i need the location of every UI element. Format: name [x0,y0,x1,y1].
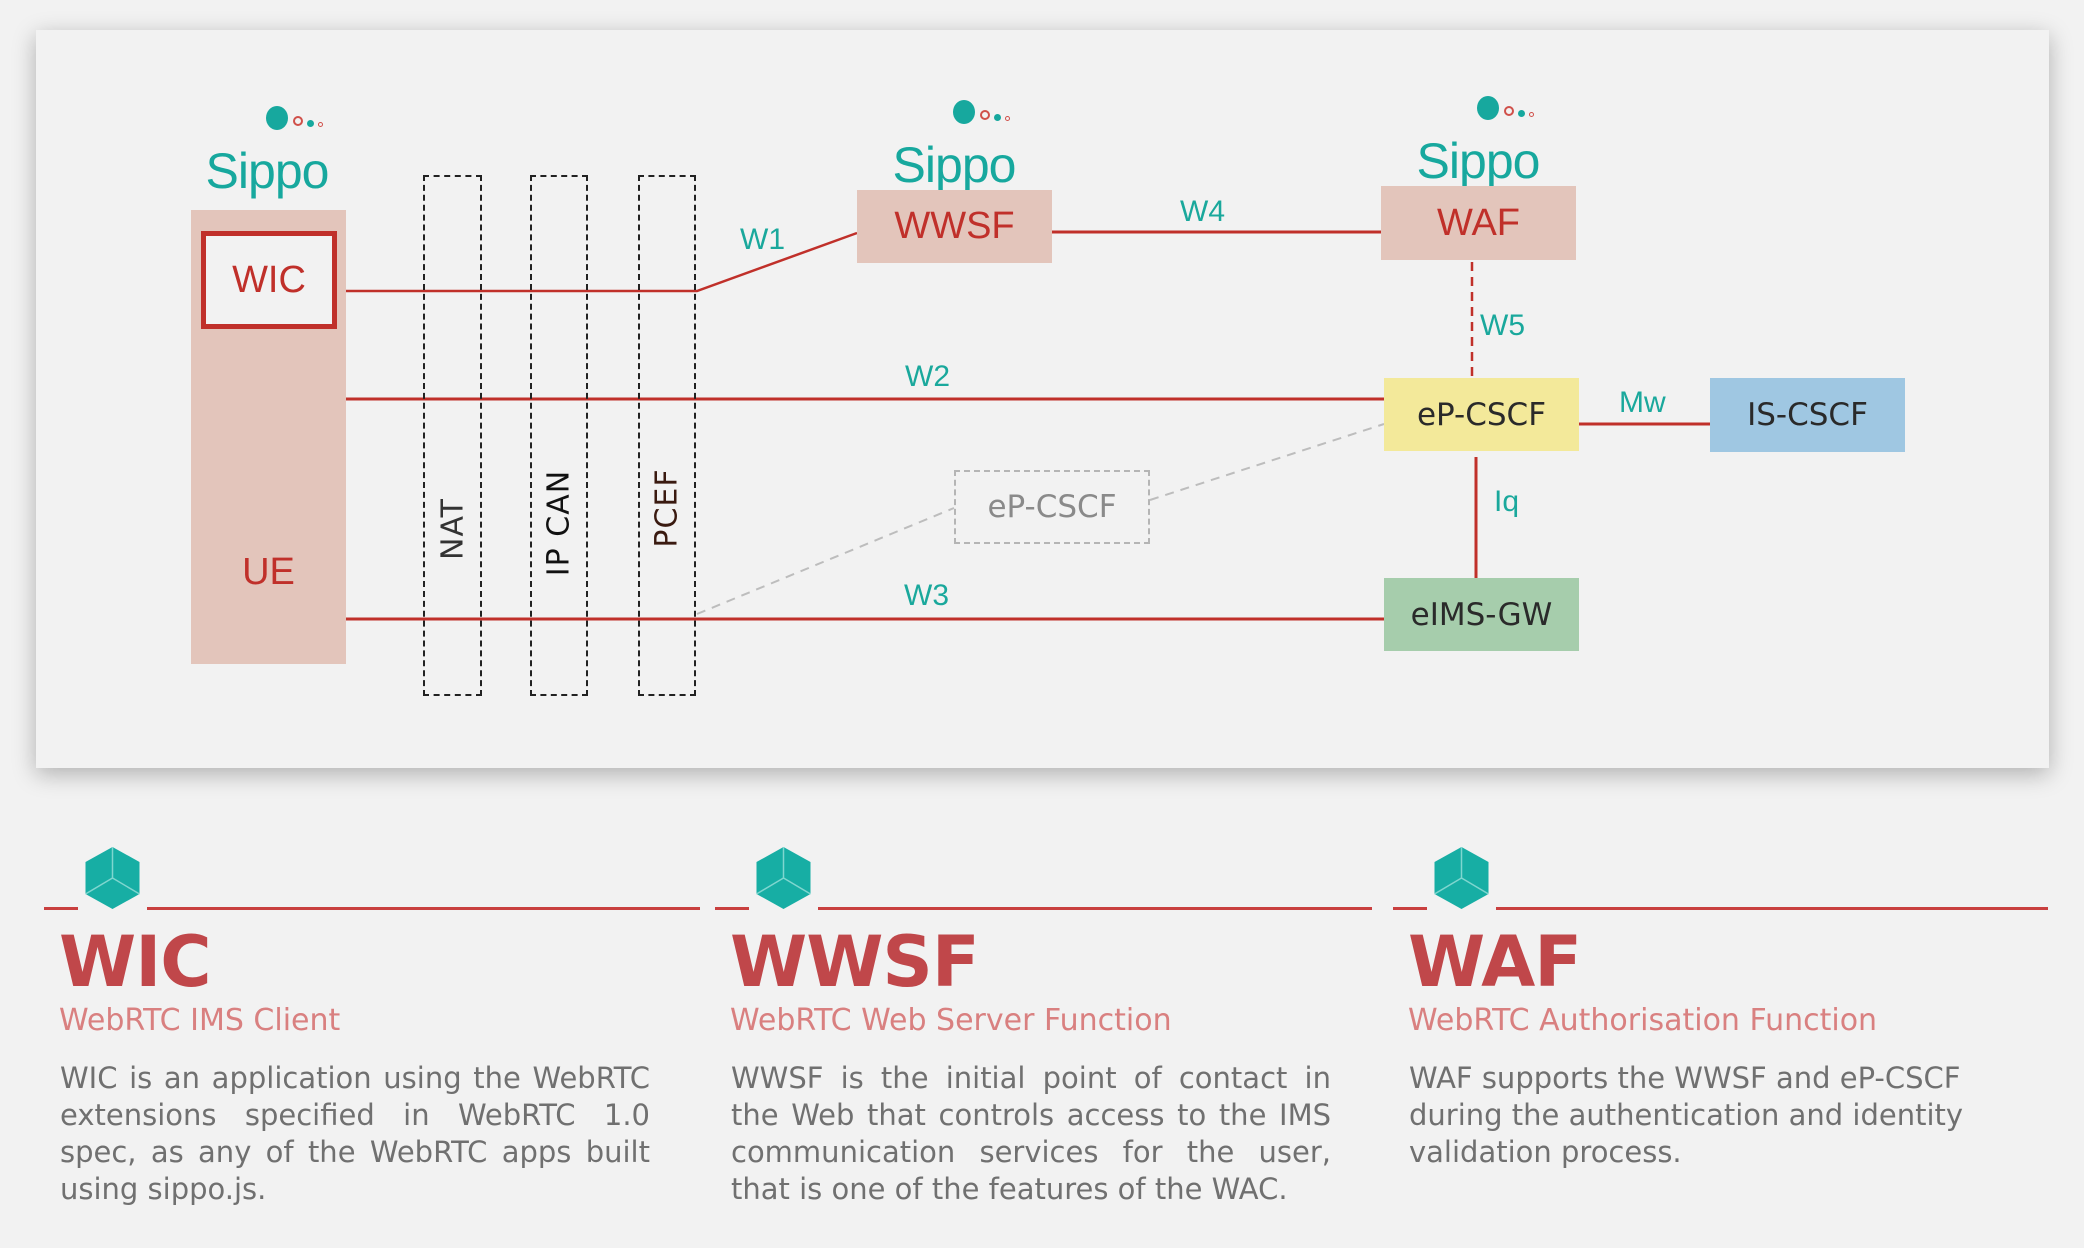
logo-dot-icon [994,114,1001,121]
section-description: WAF supports the WWSF and eP-CSCF during… [1409,1061,1964,1169]
node-is-cscf-label: IS-CSCF [1747,397,1868,433]
cube-icon [85,847,140,909]
node-eims-gw-label: eIMS-GW [1410,596,1553,633]
interface-label-w5: W5 [1480,309,1525,342]
logo-ring-icon [1504,106,1514,116]
interface-label-w2: W2 [905,360,950,393]
section-title: WIC [59,921,212,1003]
logo-dot-icon [266,106,288,130]
section-divider [715,907,749,910]
interface-label-w1: W1 [740,223,785,256]
node-ep-cscf-alternative-label: eP-CSCF [987,489,1117,525]
logo-ring-icon [318,122,323,127]
section-divider [1393,907,1427,910]
node-is-cscf: IS-CSCF [1710,378,1905,452]
interface-label-w3: W3 [904,579,949,612]
node-ue-label: UE [242,551,295,593]
logo-ring-icon [1529,112,1534,117]
section-title: WWSF [730,921,980,1003]
interface-label-mw: Mw [1619,386,1666,419]
cube-icon [756,847,811,909]
interface-label-w4: W4 [1180,195,1225,228]
section-subtitle: WebRTC Authorisation Function [1408,1003,1878,1038]
layer-ip-can: IP CAN [530,175,588,696]
cube-icon [1434,847,1489,909]
sippo-logo-ue: Sippo [202,106,332,196]
logo-dot-icon [307,120,314,127]
section-subtitle: WebRTC IMS Client [59,1003,341,1038]
logo-dot-icon [1477,96,1499,120]
logo-ring-icon [293,116,303,126]
link-w1 [346,231,858,293]
layer-ip-can-label: IP CAN [541,470,577,577]
node-ep-cscf-label: eP-CSCF [1416,396,1547,433]
layer-pcef: PCEF [638,175,696,696]
section-description: WIC is an application using the WebRTC e… [60,1061,650,1206]
section-divider [147,907,700,910]
node-waf: WAF [1381,186,1576,260]
section-wwsf: WWSF WebRTC Web Server Function WWSF is … [715,840,1372,1240]
section-subtitle: WebRTC Web Server Function [730,1003,1172,1038]
logo-dot-icon [953,100,975,124]
section-waf: WAF WebRTC Authorisation Function WAF su… [1393,840,2048,1240]
section-title: WAF [1408,921,1582,1003]
link-ghost-left [696,507,955,615]
section-description: WWSF is the initial point of contact in … [731,1061,1331,1206]
sippo-logo-text: Sippo [892,137,1017,193]
sippo-logo-wwsf: Sippo [889,100,1019,190]
link-ghost-right [1149,423,1385,501]
node-wwsf-label: WWSF [894,205,1015,247]
sippo-logo-text: Sippo [205,143,330,199]
logo-dot-icon [1518,110,1525,117]
logo-ring-icon [980,110,990,120]
layer-nat-label: NAT [435,497,470,560]
section-divider [818,907,1372,910]
node-wic-label: WIC [232,258,306,301]
sippo-logo-waf: Sippo [1413,96,1543,186]
node-ep-cscf-alternative: eP-CSCF [954,470,1150,544]
node-ep-cscf: eP-CSCF [1384,378,1579,451]
node-wwsf: WWSF [857,190,1052,263]
logo-ring-icon [1005,116,1010,121]
section-divider [44,907,78,910]
node-eims-gw: eIMS-GW [1384,578,1579,651]
interface-label-iq: Iq [1494,485,1520,518]
node-waf-label: WAF [1436,201,1520,244]
sippo-logo-text: Sippo [1416,133,1541,189]
section-divider [1496,907,2048,910]
layer-pcef-label: PCEF [649,468,685,548]
section-wic: WIC WebRTC IMS Client WIC is an applicat… [44,840,700,1240]
layer-nat: NAT [423,175,482,696]
node-wic: WIC [201,231,337,329]
